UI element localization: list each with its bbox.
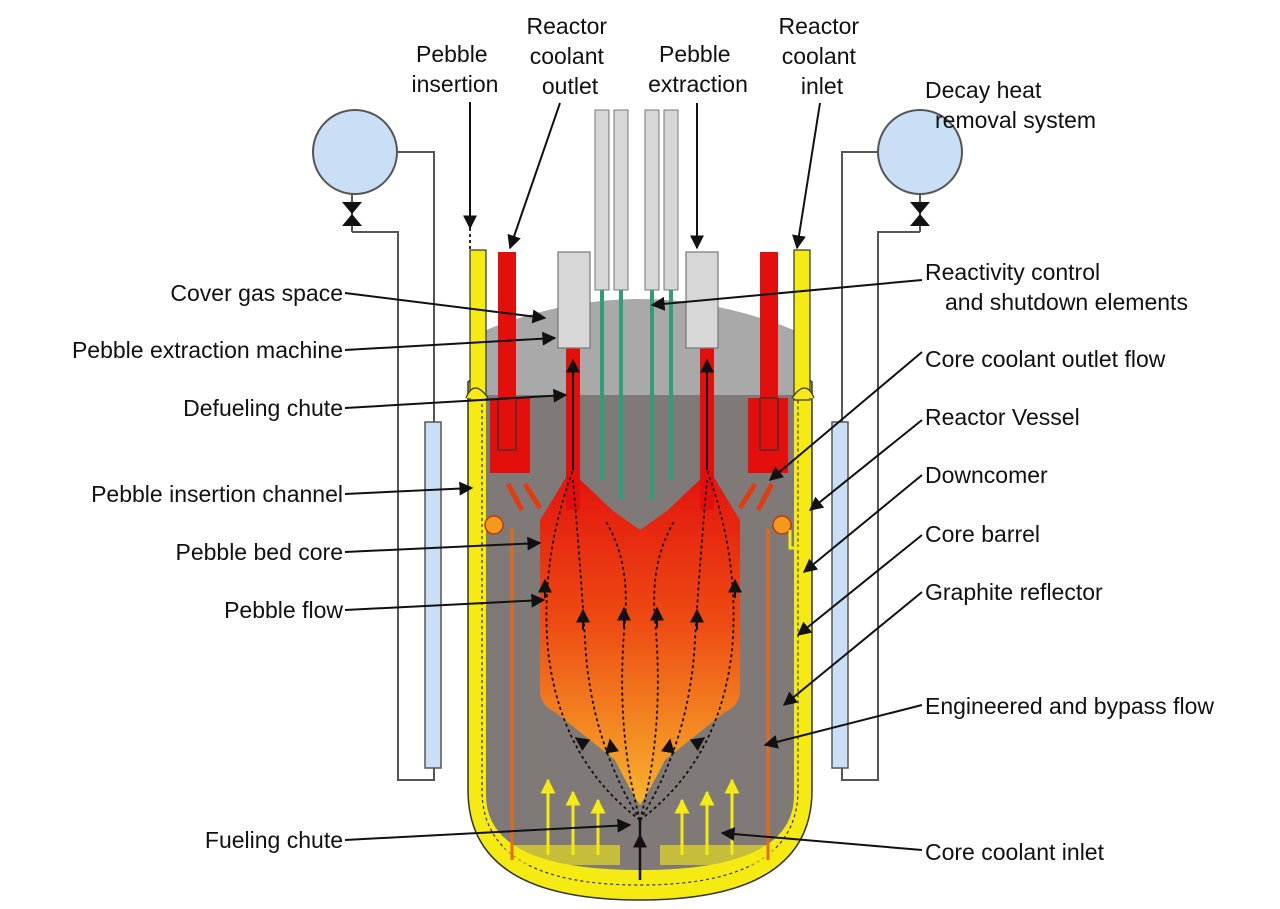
control-rod-drives [594,109,679,500]
label-cover-gas-space: Cover gas space [170,280,343,306]
label-pebble-insertion: Pebble insertion [412,41,499,97]
decay-heat-removal-left [312,109,442,781]
bypass-flow-tubes [510,528,770,860]
label-pebble-insertion-channel: Pebble insertion channel [91,481,343,507]
label-fueling-chute: Fueling chute [205,827,343,853]
label-reactivity-control: Reactivity control and shutdown elements [925,259,1188,315]
valve-icon [342,202,362,226]
label-reactor-coolant-outlet: Reactor coolant outlet [527,13,614,99]
right-leader-arrows [650,279,923,851]
pebble-flow-arrowheads [538,578,742,860]
pebble-bed-core [540,470,740,805]
cover-gas [486,299,794,395]
label-pebble-flow: Pebble flow [224,597,343,623]
heat-exchanger-right [831,421,849,769]
heat-exchanger-tank-left [312,109,398,195]
valve-icon [910,202,930,226]
label-reactor-vessel: Reactor Vessel [925,404,1080,430]
left-leader-arrows [344,292,632,841]
heat-exchanger-left [424,421,442,769]
label-pebble-extraction-machine: Pebble extraction machine [72,337,343,363]
pebble-extraction-machine-left [557,251,591,349]
label-reactor-coolant-inlet: Reactor coolant inlet [779,13,866,99]
label-pebble-extraction: Pebble extraction [648,41,748,97]
label-pebble-bed-core: Pebble bed core [175,539,343,565]
label-decay-heat-removal-system: Decay heat removal system [925,77,1096,133]
top-leader-arrows [463,102,821,250]
coolant-inlet-arrows [540,778,740,855]
label-core-coolant-outlet-flow: Core coolant outlet flow [925,346,1166,372]
label-core-coolant-inlet: Core coolant inlet [925,839,1105,865]
label-defueling-chute: Defueling chute [183,395,343,421]
label-graphite-reflector: Graphite reflector [925,579,1103,605]
label-core-barrel: Core barrel [925,521,1040,547]
label-downcomer: Downcomer [925,462,1048,488]
decay-heat-removal-right [831,109,963,781]
label-engineered-bypass-flow: Engineered and bypass flow [925,693,1214,719]
